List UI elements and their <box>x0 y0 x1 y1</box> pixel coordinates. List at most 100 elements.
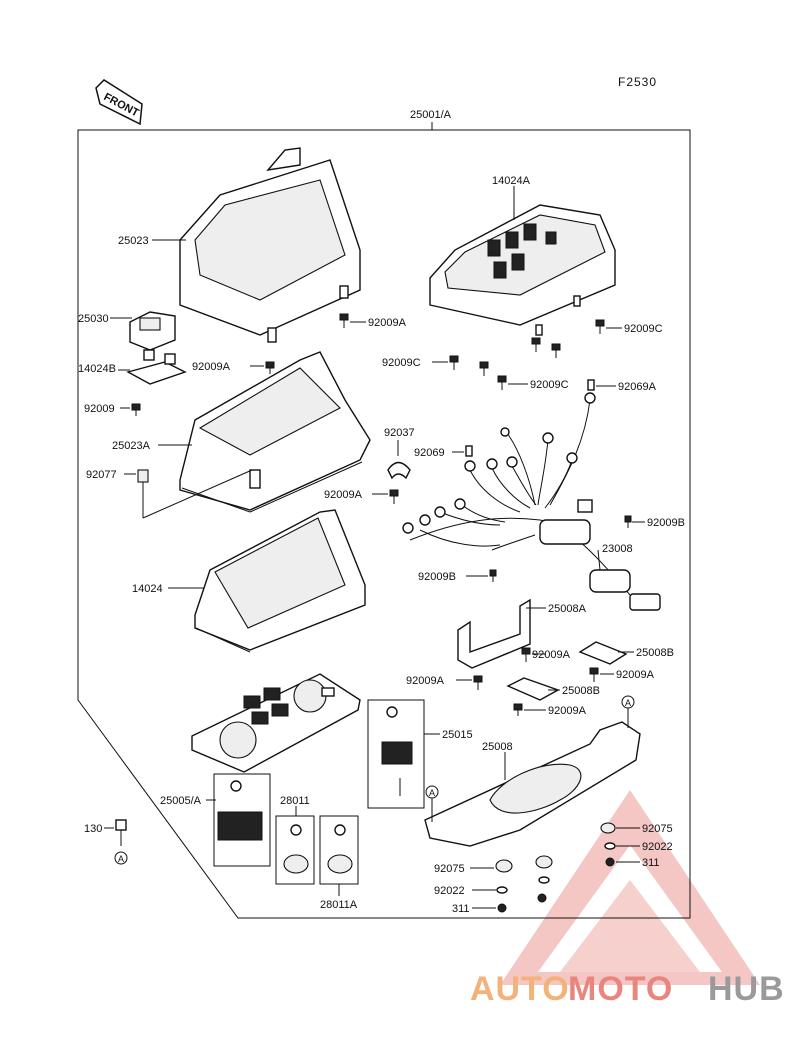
screw-icon <box>449 355 459 370</box>
label-25030: 25030 <box>78 313 109 325</box>
nut-icon <box>497 903 507 913</box>
group-box-25005A <box>213 773 271 867</box>
meter-panel <box>191 673 361 773</box>
bulb-socket-28011A <box>327 824 353 874</box>
screw-icon <box>131 403 141 416</box>
watermark-brand-part1: AUTO <box>470 970 570 1008</box>
label-14024A: 14024A <box>492 175 531 187</box>
svg-text:A: A <box>118 854 124 864</box>
grommet-icon <box>535 855 553 869</box>
reference-marker-a: A <box>114 851 128 865</box>
label-92009A-1: 92009A <box>368 317 407 329</box>
watermark-brand-part2: MOTO <box>568 970 673 1008</box>
grommet-icon <box>137 469 149 483</box>
group-box-28011 <box>275 815 315 885</box>
label-25008: 25008 <box>482 741 513 753</box>
svg-text:A: A <box>429 788 435 798</box>
label-92069A: 92069A <box>618 381 657 393</box>
collar-icon <box>604 842 616 850</box>
meter-case-upper <box>179 147 361 343</box>
assembly-label: 25001/A <box>410 109 452 121</box>
grommet-icon <box>600 822 616 834</box>
screw-icon <box>265 361 275 374</box>
connector-icon <box>587 379 595 391</box>
screw-icon <box>489 569 497 582</box>
svg-text:A: A <box>625 698 631 708</box>
label-92009A-3: 92009A <box>324 489 363 501</box>
label-92009A-2: 92009A <box>192 361 231 373</box>
label-92009B-2: 92009B <box>418 571 456 583</box>
watermark-logo <box>500 790 760 985</box>
label-92009A-4: 92009A <box>532 649 571 661</box>
front-arrow-icon: FRONT <box>95 79 143 126</box>
label-92037: 92037 <box>384 427 415 439</box>
label-130: 130 <box>84 823 102 835</box>
reference-marker-a: A <box>621 695 635 728</box>
bracket-25008A <box>457 598 531 669</box>
collar-icon <box>538 876 550 884</box>
label-92022-1: 92022 <box>434 885 465 897</box>
bracket-14024B <box>126 353 187 385</box>
assembly-outline <box>77 129 691 919</box>
bulb-socket-28011 <box>283 824 309 874</box>
base-plate-25008 <box>424 721 641 847</box>
screw-icon <box>595 319 605 334</box>
meter-case-lower <box>179 351 371 513</box>
label-92022-2: 92022 <box>642 841 673 853</box>
label-25008B-2: 25008B <box>562 685 600 697</box>
label-92069: 92069 <box>414 447 445 459</box>
watermark-brand-part3: HUB <box>708 970 785 1008</box>
label-92009A-7: 92009A <box>548 705 587 717</box>
reference-marker-a: A <box>425 785 439 822</box>
screw-icon <box>479 361 489 376</box>
watermark-text: AUTO MOTO HUB <box>470 970 785 1008</box>
label-25015: 25015 <box>442 729 473 741</box>
figure-code: F2530 <box>618 75 657 89</box>
label-92009C-2: 92009C <box>382 357 421 369</box>
label-23008: 23008 <box>602 543 633 555</box>
label-25023: 25023 <box>118 235 149 247</box>
label-92077: 92077 <box>86 469 117 481</box>
indicator-unit <box>129 311 176 361</box>
label-28011A: 28011A <box>320 899 358 911</box>
label-92075-1: 92075 <box>434 863 465 875</box>
bracket-25008B <box>578 641 628 665</box>
label-14024: 14024 <box>132 583 163 595</box>
label-92009A-5: 92009A <box>616 669 655 681</box>
label-92009C-3: 92009C <box>530 379 569 391</box>
screw-icon <box>624 515 632 528</box>
screw-icon <box>551 343 561 358</box>
collar-icon <box>496 886 508 894</box>
screw-icon <box>521 647 531 662</box>
screw-icon <box>589 667 599 682</box>
gauge-assembly-25015 <box>381 706 413 796</box>
screw-icon <box>497 375 507 390</box>
bolt-icon <box>115 819 127 846</box>
wire-harness <box>402 392 661 611</box>
relay-box <box>429 204 616 336</box>
label-92009A-6: 92009A <box>406 675 445 687</box>
screw-icon <box>513 703 523 716</box>
nut-icon <box>537 893 547 903</box>
label-311-2: 311 <box>642 857 660 869</box>
connector-icon <box>465 445 473 457</box>
label-14024B: 14024B <box>78 363 116 375</box>
label-25008A: 25008A <box>548 603 587 615</box>
screw-icon <box>531 337 541 352</box>
screw-icon <box>339 313 349 328</box>
clamp-icon <box>387 461 411 480</box>
meter-cover <box>194 509 366 653</box>
grommet-icon <box>495 859 513 873</box>
gauge-assembly-25005A <box>217 780 263 841</box>
nut-icon <box>605 857 615 867</box>
group-box-25015 <box>367 699 425 809</box>
label-311-1: 311 <box>452 903 470 915</box>
label-92075-2: 92075 <box>642 823 673 835</box>
bracket-25008B <box>506 677 560 701</box>
label-92009: 92009 <box>84 403 115 415</box>
screw-icon <box>473 675 483 690</box>
screw-icon <box>389 489 399 504</box>
label-25005A: 25005/A <box>160 795 202 807</box>
